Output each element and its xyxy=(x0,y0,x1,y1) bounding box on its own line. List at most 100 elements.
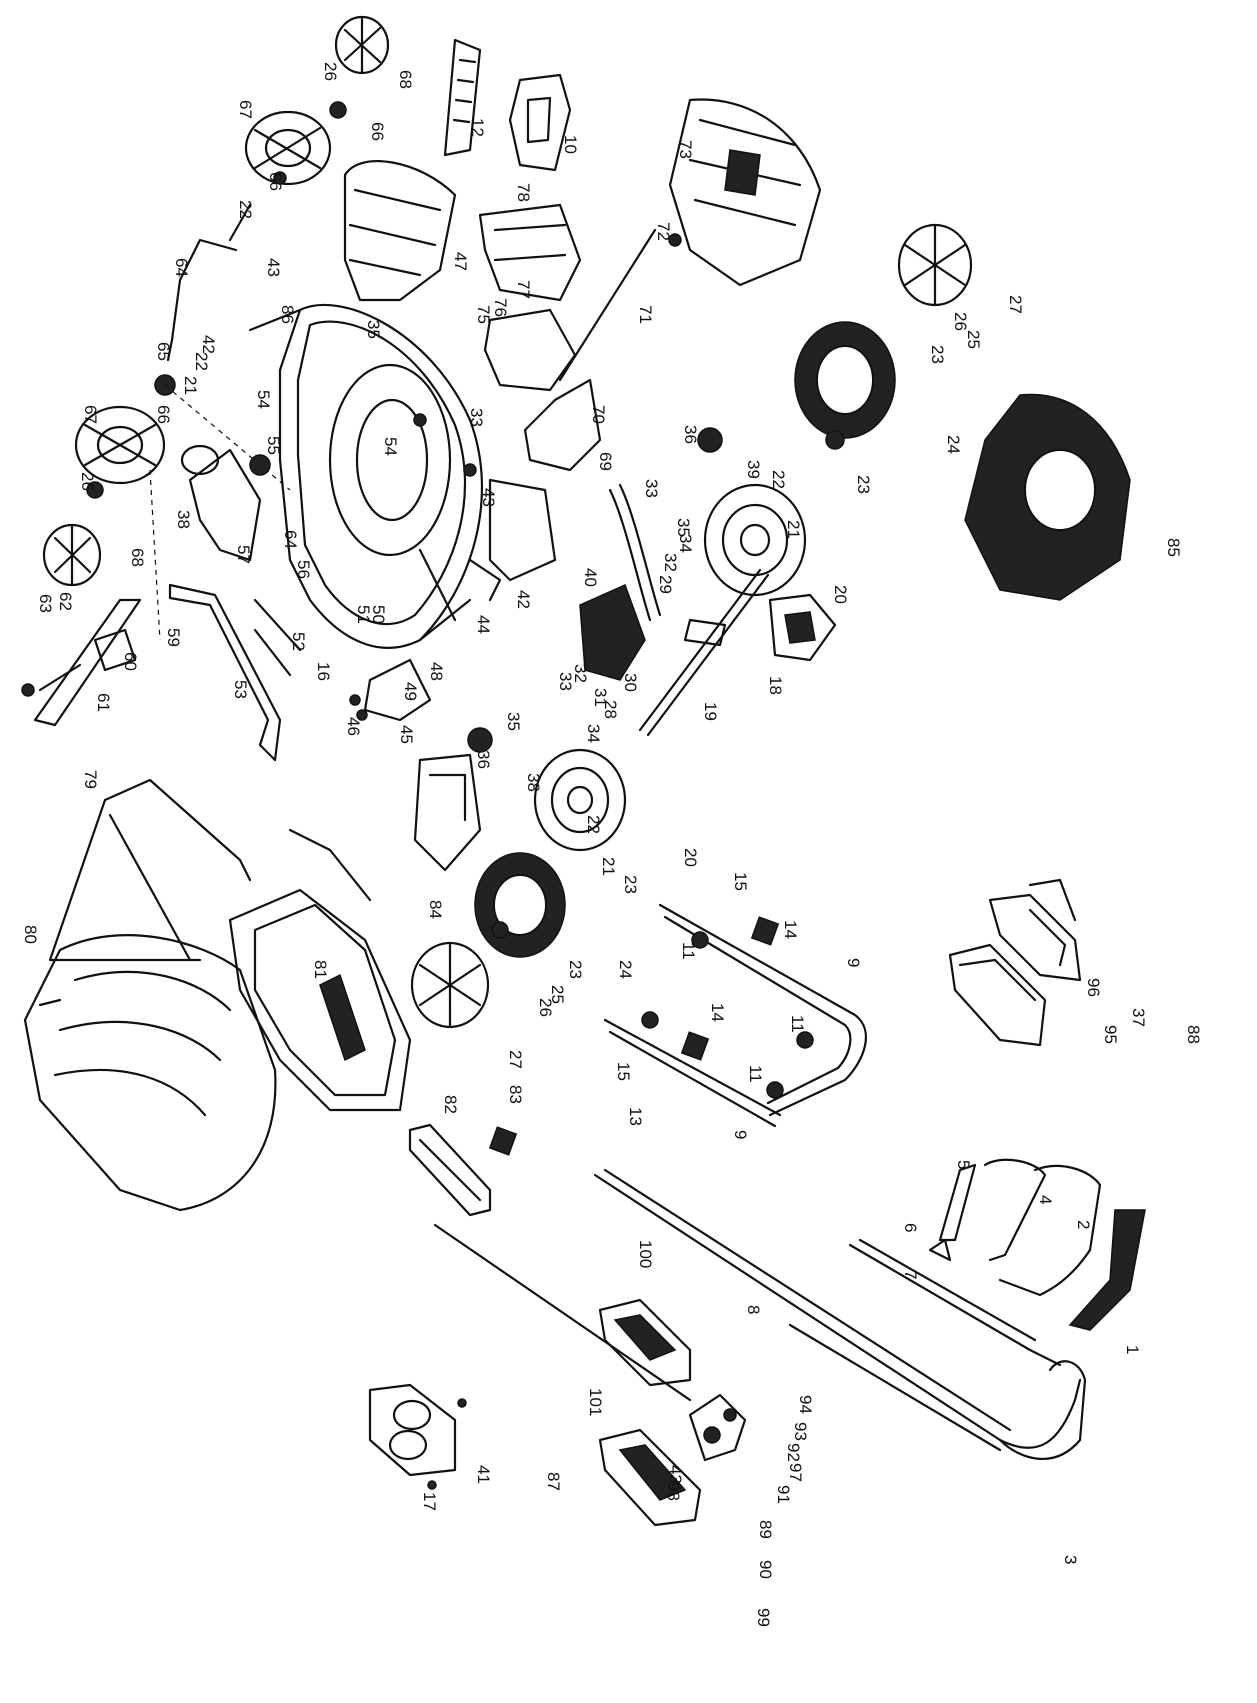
label-8: 8 xyxy=(744,1305,763,1314)
label-90: 90 xyxy=(756,1560,775,1579)
bail-handles xyxy=(938,1158,1146,1331)
rod-101 xyxy=(433,1223,692,1402)
label-23b: 23 xyxy=(854,475,873,494)
label-27a: 27 xyxy=(1006,295,1025,314)
label-43b: 43 xyxy=(479,488,498,507)
label-5: 5 xyxy=(954,1160,973,1169)
label-85: 85 xyxy=(1164,538,1183,557)
label-76: 76 xyxy=(491,298,510,317)
label-42a: 42 xyxy=(199,335,218,354)
label-81: 81 xyxy=(311,960,330,979)
wheel-24-lower xyxy=(474,852,566,958)
label-83: 83 xyxy=(506,1085,525,1104)
label-15b: 15 xyxy=(614,1062,633,1081)
gear-20-lower xyxy=(533,748,627,852)
label-53: 53 xyxy=(231,680,250,699)
label-40: 40 xyxy=(581,568,600,587)
label-88: 88 xyxy=(1184,1025,1203,1044)
label-64a: 64 xyxy=(172,258,191,277)
grass-bag-frame-79 xyxy=(48,778,252,962)
part-83 xyxy=(488,1126,518,1156)
label-11a: 11 xyxy=(679,942,698,960)
label-35c: 35 xyxy=(504,712,523,731)
label-13: 13 xyxy=(626,1107,645,1126)
label-66a: 66 xyxy=(368,122,387,141)
label-86: 86 xyxy=(278,305,297,324)
label-63: 63 xyxy=(36,594,55,613)
label-29: 29 xyxy=(656,575,675,594)
label-43c: 43 xyxy=(666,1465,685,1484)
lower-handle-bar xyxy=(593,1168,1087,1461)
label-2: 2 xyxy=(1074,1220,1093,1229)
mower-deck xyxy=(248,303,483,652)
label-30: 30 xyxy=(621,673,640,692)
label-54b: 54 xyxy=(381,437,400,456)
label-11b: 11 xyxy=(788,1015,807,1033)
axle-19 xyxy=(638,568,770,737)
label-21c: 21 xyxy=(599,857,618,876)
label-33c: 33 xyxy=(556,672,575,691)
mulch-plug xyxy=(180,444,271,562)
label-45: 45 xyxy=(397,725,416,744)
transmission xyxy=(579,483,662,681)
handle-frame-13 xyxy=(603,903,867,1128)
label-92: 92 xyxy=(784,1443,803,1462)
label-71: 71 xyxy=(636,305,655,324)
label-6: 6 xyxy=(901,1223,920,1232)
label-75: 75 xyxy=(474,305,493,324)
label-31: 31 xyxy=(591,688,610,707)
label-84: 84 xyxy=(426,900,445,919)
label-22a: 22 xyxy=(236,200,255,219)
bracket-84 xyxy=(413,753,482,872)
label-26c: 26 xyxy=(951,312,970,331)
cover-88 xyxy=(988,893,1082,982)
wheel-24-top xyxy=(794,321,896,450)
part-labels: 1 2 3 4 5 6 7 8 9 9 10 11 11 11 12 13 14… xyxy=(21,62,1203,1627)
label-20a: 20 xyxy=(831,585,850,604)
label-1: 1 xyxy=(1123,1345,1142,1354)
label-15a: 15 xyxy=(731,872,750,891)
label-16: 16 xyxy=(314,662,333,681)
label-43a: 43 xyxy=(264,258,283,277)
part-100 xyxy=(598,1298,692,1387)
label-11c: 11 xyxy=(746,1065,765,1083)
label-46: 46 xyxy=(344,717,363,736)
label-35a: 35 xyxy=(364,320,383,339)
wheel-27-top xyxy=(897,223,973,307)
bag-frame-81 xyxy=(228,828,412,1112)
label-41: 41 xyxy=(474,1465,493,1484)
label-22b: 22 xyxy=(192,352,211,371)
label-26a: 26 xyxy=(321,62,340,81)
label-62: 62 xyxy=(56,592,75,611)
label-21b: 21 xyxy=(181,376,200,395)
label-99: 99 xyxy=(754,1608,773,1627)
label-25a: 25 xyxy=(964,330,983,349)
label-32b: 32 xyxy=(571,664,590,683)
label-23d: 23 xyxy=(566,960,585,979)
label-9b: 9 xyxy=(731,1130,750,1139)
label-100: 100 xyxy=(636,1240,655,1268)
label-97: 97 xyxy=(786,1463,805,1482)
label-67a: 67 xyxy=(236,100,255,119)
engine xyxy=(964,393,1131,601)
rod-71 xyxy=(558,228,682,382)
label-10: 10 xyxy=(561,135,580,154)
label-55: 55 xyxy=(264,436,283,455)
label-49: 49 xyxy=(401,682,420,701)
label-87: 87 xyxy=(544,1472,563,1491)
rear-wheel-assembly xyxy=(42,15,390,641)
label-56: 56 xyxy=(294,560,313,579)
label-21a: 21 xyxy=(784,520,803,539)
label-26b: 26 xyxy=(78,472,97,491)
label-24a: 24 xyxy=(944,435,963,454)
cover-95 xyxy=(948,943,1047,1047)
shield-78 xyxy=(478,203,582,302)
label-70: 70 xyxy=(589,405,608,424)
label-22c: 22 xyxy=(769,470,788,489)
cover-10 xyxy=(508,73,572,172)
label-39: 39 xyxy=(744,460,763,479)
wheel-27-lower xyxy=(410,941,490,1029)
label-44: 44 xyxy=(474,615,493,634)
part-82 xyxy=(408,1123,492,1217)
